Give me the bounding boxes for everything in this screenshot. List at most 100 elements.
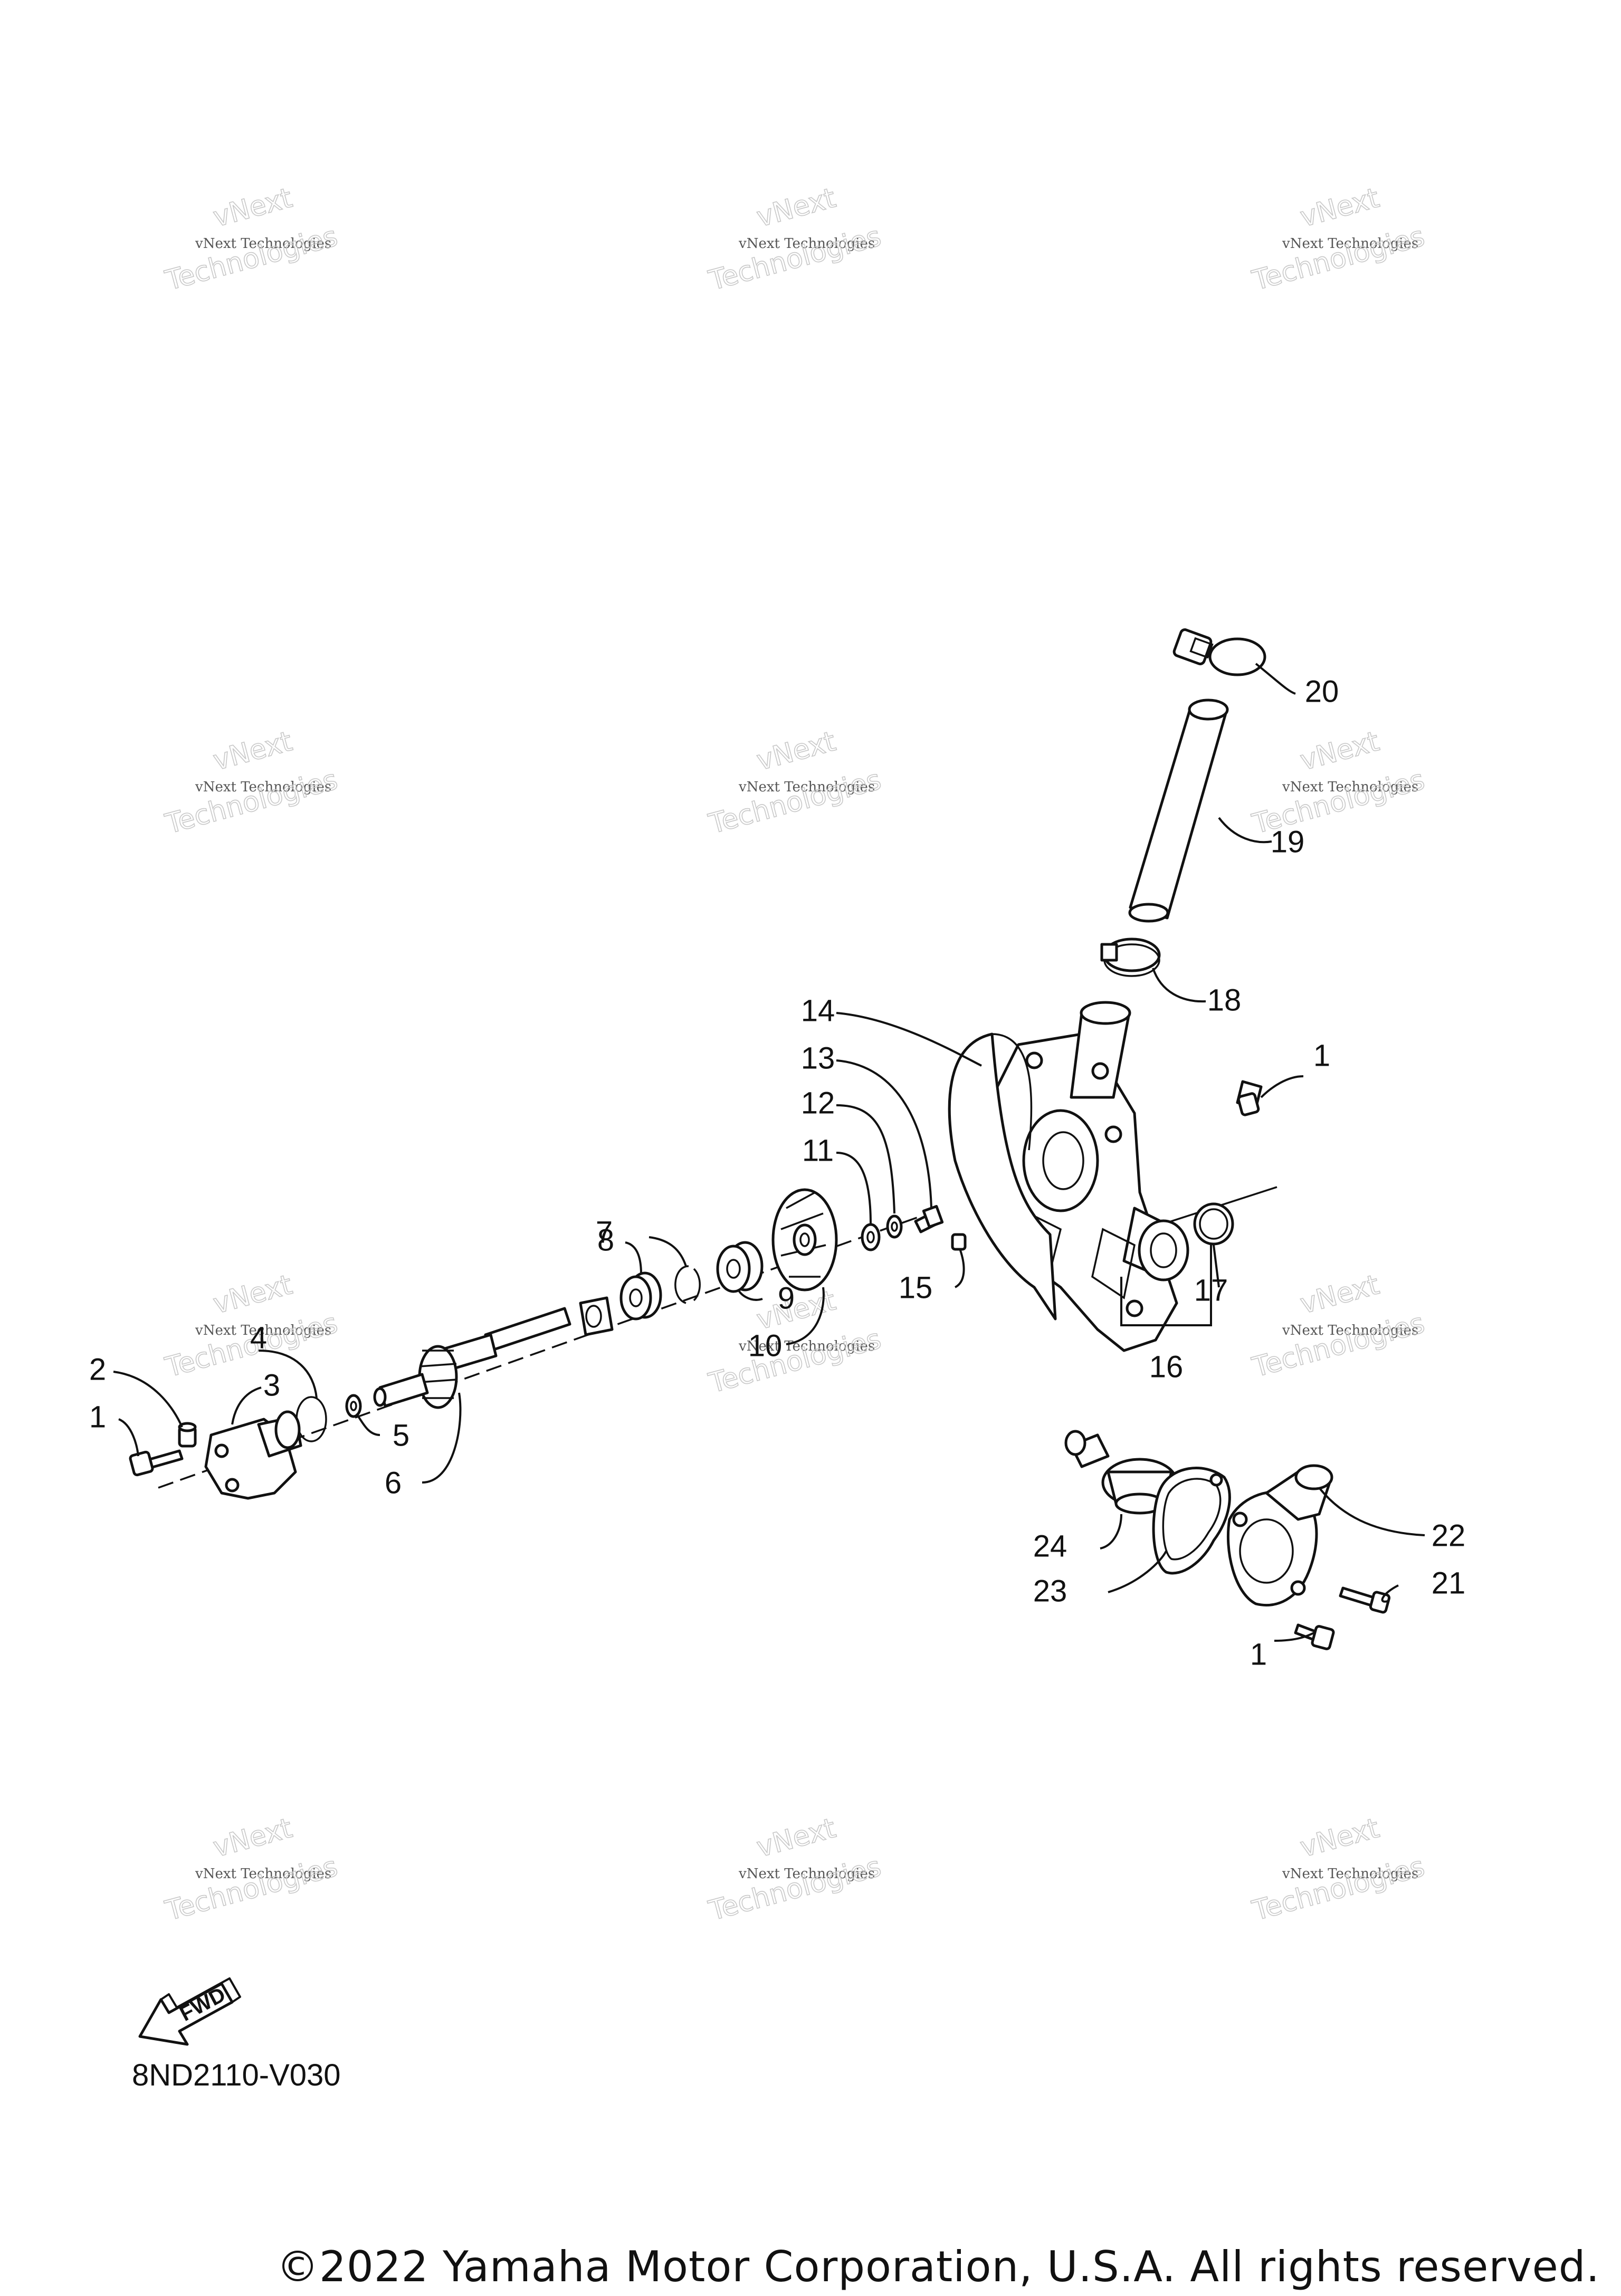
svg-text:vNext Technologies: vNext Technologies [195, 1866, 331, 1882]
watermark: vNext Technologies vNext Technologies [161, 725, 341, 840]
callout-labels: 20 19 18 14 13 12 11 1 7 8 8 9 10 15 17 … [89, 674, 1465, 1671]
part-4-o-ring [295, 1396, 327, 1442]
callout-1-housing: 1 [1313, 1038, 1330, 1073]
callout-11: 11 [802, 1133, 834, 1168]
copyright-notice: ©2022 Yamaha Motor Corporation, U.S.A. A… [276, 2242, 1600, 2291]
part-2-dowel [178, 1422, 197, 1448]
svg-text:vNext: vNext [1297, 725, 1382, 777]
part-1-bolt-housing [1236, 1080, 1263, 1116]
part-18-clamp [1100, 937, 1161, 977]
part-17-o-ring [1193, 1202, 1234, 1246]
svg-text:vNext: vNext [1297, 1269, 1382, 1320]
svg-text:vNext: vNext [754, 182, 839, 233]
callout-9: 9 [778, 1281, 795, 1315]
svg-text:Technologies: Technologies [1249, 221, 1428, 297]
callout-20: 20 [1305, 674, 1339, 709]
callout-12: 12 [801, 1086, 835, 1120]
part-5-washer [345, 1394, 362, 1418]
diagram-reference-code: 8ND2110-V030 [132, 2058, 341, 2092]
part-7-circlip [674, 1265, 701, 1304]
part-9-mechanical-seal [716, 1241, 764, 1293]
shaft-spacer [579, 1296, 614, 1336]
callout-22: 22 [1432, 1518, 1466, 1553]
svg-text:vNext: vNext [210, 725, 295, 777]
svg-text:vNext: vNext [1297, 182, 1382, 233]
part-8-bearing [619, 1271, 662, 1321]
callout-3: 3 [263, 1368, 280, 1402]
svg-text:Technologies: Technologies [1249, 1307, 1428, 1384]
part-10-impeller [771, 1188, 838, 1292]
part-21-bolt [1339, 1586, 1391, 1614]
svg-text:Technologies: Technologies [162, 221, 341, 297]
watermark: vNext Technologies vNext Technologies [1248, 181, 1428, 297]
svg-text:Technologies: Technologies [162, 1851, 341, 1927]
callout-14: 14 [801, 993, 835, 1028]
svg-text:Technologies: Technologies [705, 1323, 884, 1400]
callout-13: 13 [801, 1041, 835, 1075]
part-15-dowel [951, 1233, 967, 1251]
watermark: vNext Technologies vNext Technologies [1248, 1812, 1428, 1927]
svg-text:vNext Technologies: vNext Technologies [195, 1323, 331, 1338]
svg-text:vNext: vNext [210, 1269, 295, 1320]
part-11-washer [861, 1223, 881, 1251]
svg-text:vNext: vNext [754, 1812, 839, 1863]
watermark: vNext Technologies vNext Technologies [1248, 1268, 1428, 1384]
part-3-cover [204, 1410, 302, 1500]
watermark: vNext Technologies vNext Technologies [705, 725, 885, 840]
part-23-gasket [1152, 1467, 1231, 1575]
part-12-washer [886, 1214, 903, 1239]
watermark: vNext Technologies vNext Technologies [161, 181, 341, 297]
callout-1-cover: 1 [1250, 1637, 1267, 1671]
callout-19: 19 [1271, 825, 1305, 859]
fwd-arrow-icon: FWD [138, 1977, 241, 2046]
svg-text:vNext Technologies: vNext Technologies [1282, 1323, 1418, 1338]
callout-1-left: 1 [89, 1400, 106, 1434]
svg-text:vNext: vNext [210, 182, 295, 233]
svg-text:Technologies: Technologies [705, 764, 884, 840]
callout-21: 21 [1432, 1566, 1466, 1600]
svg-text:vNext Technologies: vNext Technologies [1282, 1866, 1418, 1882]
callout-17: 17 [1194, 1273, 1228, 1307]
callout-7: 7 [596, 1215, 613, 1249]
svg-text:vNext Technologies: vNext Technologies [195, 779, 331, 795]
svg-text:vNext: vNext [210, 1812, 295, 1863]
part-6-impeller-shaft [373, 1307, 571, 1409]
callout-16: 16 [1149, 1350, 1184, 1384]
svg-text:vNext: vNext [1297, 1812, 1382, 1863]
svg-text:vNext Technologies: vNext Technologies [738, 1866, 875, 1882]
svg-text:vNext Technologies: vNext Technologies [738, 779, 875, 795]
svg-text:vNext Technologies: vNext Technologies [195, 236, 331, 252]
callout-10: 10 [748, 1328, 783, 1363]
svg-text:Technologies: Technologies [705, 221, 884, 297]
part-14-gasket [948, 1032, 1057, 1321]
watermark: vNext Technologies vNext Technologies [161, 1812, 341, 1927]
part-13-bolt [914, 1205, 944, 1233]
callout-6: 6 [385, 1466, 402, 1500]
svg-text:vNext Technologies: vNext Technologies [1282, 779, 1418, 795]
callout-2: 2 [89, 1352, 106, 1386]
svg-text:Technologies: Technologies [1249, 1851, 1428, 1927]
part-16-pump-housing [980, 1001, 1189, 1352]
callout-23: 23 [1033, 1574, 1067, 1608]
part-1-bolt-cover [1294, 1623, 1335, 1650]
callout-18: 18 [1207, 983, 1242, 1017]
callout-4: 4 [250, 1321, 267, 1355]
svg-text:vNext Technologies: vNext Technologies [738, 1338, 875, 1354]
watermark: vNext Technologies vNext Technologies [705, 1812, 885, 1927]
watermark: vNext Technologies vNext Technologies [705, 181, 885, 297]
svg-text:Technologies: Technologies [705, 1851, 884, 1927]
callout-8-label: 8 [597, 1223, 614, 1257]
part-22-thermostat-cover [1227, 1464, 1333, 1606]
leader-lines [113, 663, 1425, 1642]
watermark: vNext Technologies vNext Technologies [1248, 725, 1428, 840]
callout-5: 5 [393, 1418, 409, 1452]
part-20-hose-clamp [1172, 628, 1266, 676]
callout-15: 15 [899, 1270, 933, 1305]
svg-text:vNext Technologies: vNext Technologies [1282, 236, 1418, 252]
part-19-hose [1128, 699, 1229, 923]
svg-text:vNext: vNext [754, 725, 839, 777]
svg-text:vNext Technologies: vNext Technologies [738, 236, 875, 252]
watermark-group: vNext Technologies vNext Technologies vN… [161, 181, 1428, 1927]
